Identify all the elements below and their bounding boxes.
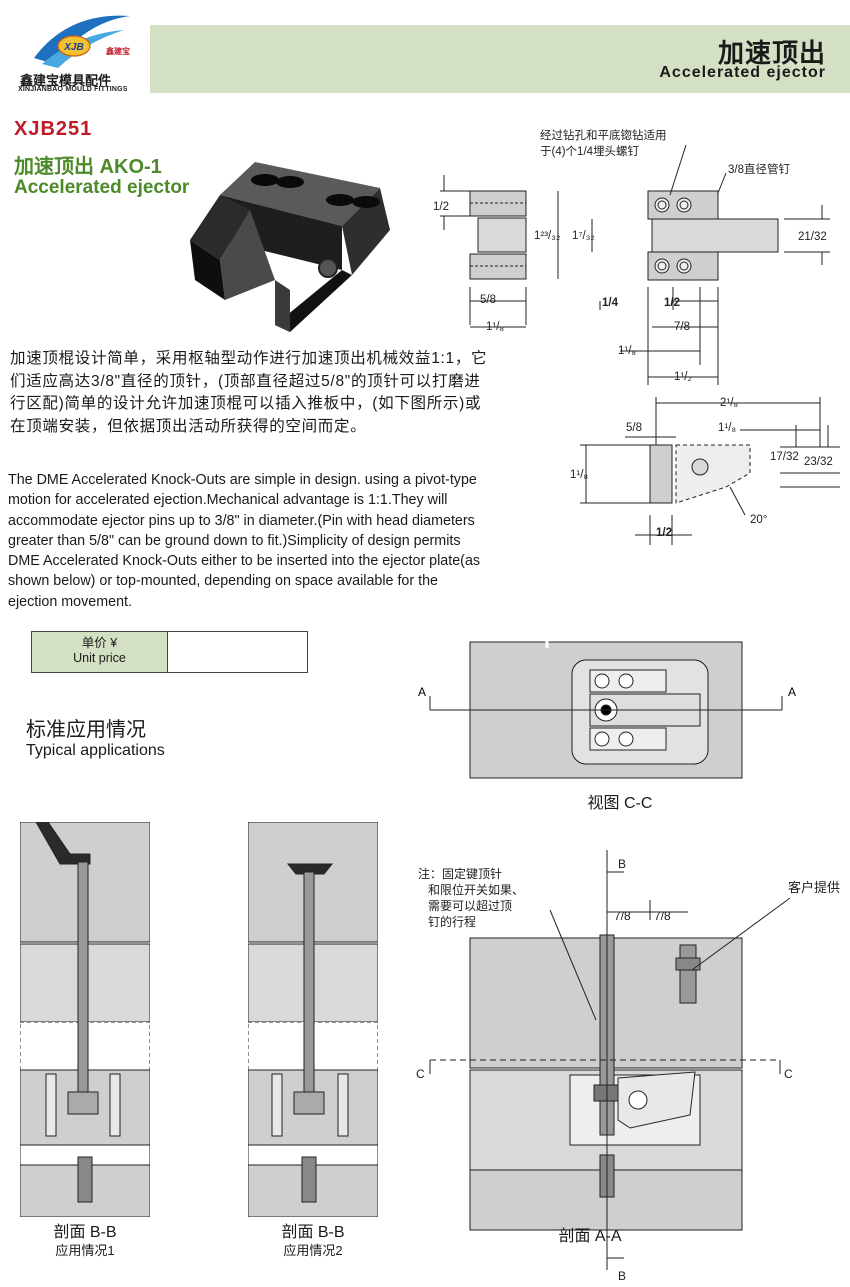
dowel-note: 3/8直径管钉 [728,162,790,176]
price-table: 单价 ¥ Unit price [31,631,308,673]
product-code: XJB251 [14,118,93,140]
description-en: The DME Accelerated Knock-Outs are simpl… [8,472,481,610]
logo-badge-text: XJB [63,42,83,53]
dim-17-32: 17/32 [770,451,799,463]
customer-supply-note: 客户提供 [788,880,840,895]
section-bb-1-caption: 剖面 B-B [53,1224,117,1241]
section-aa-drawing: B B C C 7/8 7/8 注：固定键顶针 和限位开关如果、 需要可以超过顶… [416,850,840,1280]
price-label: 单价 ¥ Unit price [32,632,168,672]
dim-23-32: 23/32 [804,456,833,468]
section-bb-1-sub: 应用情况1 [55,1243,115,1258]
page-title-en: Accelerated ejector [659,64,826,81]
note-drill-1: 经过钻孔和平底锪钻适用 [540,128,667,142]
header-band [150,25,850,93]
pin-note-2: 和限位开关如果、 [428,882,524,897]
section-aa-caption: 剖面 A-A [558,1228,622,1245]
product-photo [190,162,390,332]
logo-name-en: XINJIANBAO MOULD FITTINGS [18,86,128,93]
product-name-en: Accelerated ejector [14,177,190,198]
dimension-drawing: 经过钻孔和平底锪钻适用 于(4)个1/4埋头螺钉 3/8直径管钉 1/2 1²³… [433,128,840,545]
dim-7-8-right: 7/8 [654,909,671,923]
page-title-cn: 加速顶出 [717,38,826,68]
dim-5-8: 5/8 [480,294,496,306]
section-c-right: C [784,1067,793,1081]
dim-1-2-bottom: 1/2 [656,527,672,539]
dim-1-4: 1/4 [602,297,619,309]
view-cc-drawing: A A [418,635,796,779]
price-label-cn: 单价 ¥ [81,636,118,650]
section-bb-2-caption: 剖面 B-B [281,1224,345,1241]
dim-21-32: 21/32 [798,231,827,243]
dim-1-1-2: 1¹/₂ [674,371,692,383]
price-value [168,632,307,672]
section-bb-2-sub: 应用情况2 [283,1243,343,1258]
pin-note-4: 钉的行程 [428,914,476,929]
section-a-left: A [418,685,426,699]
section-bb-1-drawing [20,822,150,1217]
dim-1-1-8-side: 1¹/₈ [570,469,588,481]
dim-5-8-bottom: 5/8 [626,422,642,434]
applications-title-en: Typical applications [26,742,165,759]
section-b-top: B [618,857,626,871]
company-logo: XJB 鑫建宝 [34,15,130,68]
dim-20-degrees: 20° [750,514,767,526]
pin-note-3: 需要可以超过顶 [428,898,512,913]
logo-name-cn: 鑫建宝模具配件 [20,73,112,88]
dim-1-1-8-right: 1¹/₈ [618,345,636,357]
dim-2-1-8: 2¹/₈ [720,397,738,409]
dim-1-23-32: 1²³/₃₂ [534,230,560,242]
dim-1-2: 1/2 [664,297,680,309]
note-drill-2: 于(4)个1/4埋头螺钉 [540,145,640,158]
logo-badge-cn: 鑫建宝 [105,46,130,56]
dim-7-8-left: 7/8 [614,909,631,923]
applications-title-cn: 标准应用情况 [26,719,146,741]
dim-1-1-8-left: 1¹/₈ [486,321,504,333]
description-cn: 加速顶棍设计简单，采用枢轴型动作进行加速顶出机械效益1:1，它们适应高达3/8"… [10,350,488,435]
pin-note-1: 注：固定键顶针 [418,866,502,881]
dim-half-left: 1/2 [433,201,449,213]
section-b-bottom: B [618,1269,626,1280]
dim-1-1-8-bottom: 1¹/₈ [718,422,736,434]
logo-badge-icon [57,35,91,57]
dim-1-7-32: 1⁷/₃₂ [572,230,595,242]
section-a-right: A [788,685,796,699]
section-c-left: C [416,1067,425,1081]
view-cc-caption: 视图 C-C [587,795,653,812]
product-name-cn: 加速顶出 AKO-1 [14,156,162,178]
dim-7-8: 7/8 [674,321,690,333]
price-label-en: Unit price [73,651,126,665]
section-bb-2-drawing [248,822,378,1217]
